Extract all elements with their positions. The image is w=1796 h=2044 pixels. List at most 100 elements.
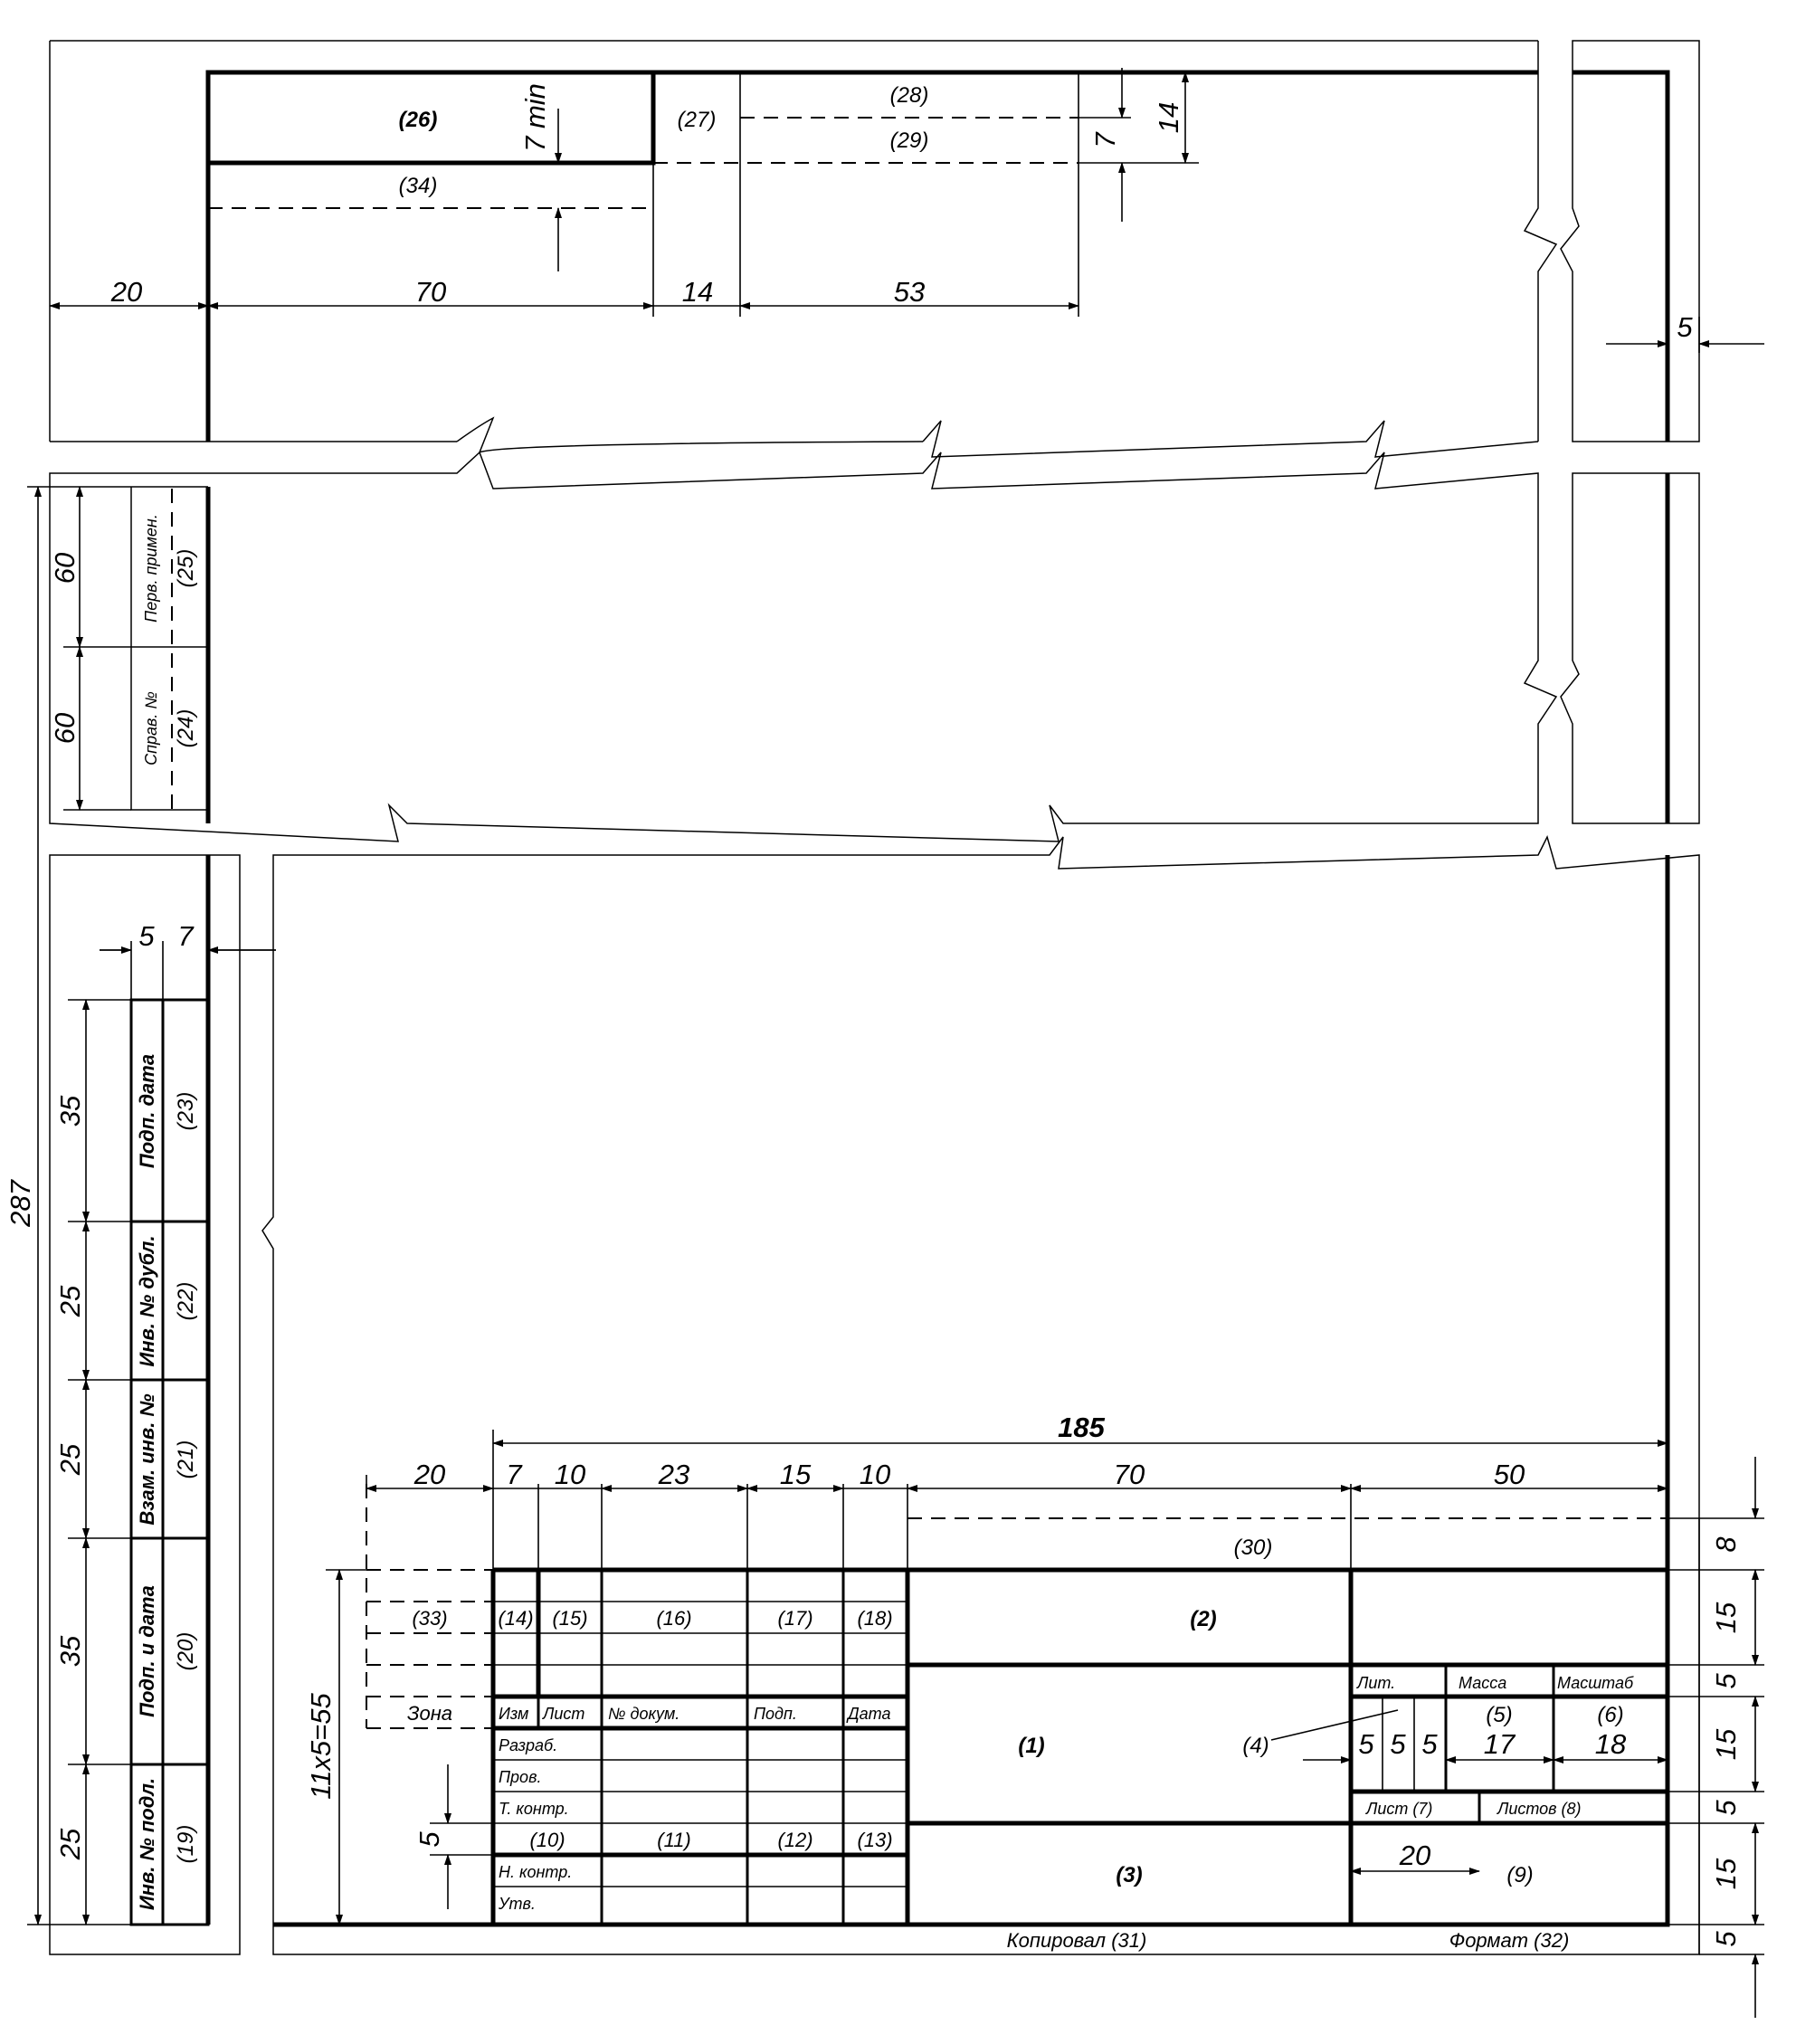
field-4: (4) [1242,1734,1269,1758]
dim-scale-18: 18 [1595,1728,1627,1760]
label-podp-i-data: Подп. и дата [136,1585,158,1717]
field-34: (34) [399,174,438,198]
dim-right-5-b: 5 [1710,1800,1742,1816]
field-5: (5) [1486,1703,1512,1727]
field-2: (2) [1190,1607,1216,1631]
dim-7: 7 [1089,131,1121,148]
field-29: (29) [890,128,929,153]
dim-col-70: 70 [1114,1459,1145,1490]
dim-zone-20: 20 [413,1459,445,1490]
field-16: (16) [656,1607,691,1630]
label-perv-primen: Перв. примен. [142,514,160,623]
field-12: (12) [777,1829,812,1851]
label-masshtab: Масштаб [1557,1674,1634,1692]
dim-20: 20 [110,276,142,308]
dim-35-lower: 35 [54,1635,86,1667]
label-sprav-no: Справ. № [142,691,160,765]
field-13: (13) [857,1829,892,1851]
field-25: (25) [174,549,198,588]
dim-right-8: 8 [1710,1536,1742,1553]
dim-25-c: 25 [54,1828,86,1860]
dim-lit-5-b: 5 [1390,1728,1406,1760]
dim-lit-5-a: 5 [1358,1728,1374,1760]
label-podp: Подп. [754,1705,797,1723]
dim-right-5-a: 5 [1710,1673,1742,1689]
field-18: (18) [857,1607,892,1630]
dim-mass-17: 17 [1484,1728,1516,1760]
dim-col-7: 7 [506,1459,523,1490]
label-lit: Лит. [1356,1674,1395,1692]
label-zona: Зона [407,1702,452,1725]
dim-60-upper: 60 [49,553,81,584]
field-30: (30) [1234,1535,1273,1560]
dim-col-10b: 10 [860,1459,890,1490]
dim-right-15-c: 15 [1710,1858,1742,1889]
field-27: (27) [678,108,717,132]
label-massa: Масса [1459,1674,1506,1692]
field-24: (24) [174,709,198,748]
dim-287: 287 [5,1178,36,1227]
dim-right-15-b: 15 [1710,1728,1742,1760]
label-inv-podl: Инв. № подл. [136,1778,158,1910]
dim-right-5-c: 5 [1710,1931,1742,1947]
dim-14: 14 [682,276,713,308]
label-kopiroval: Копировал (31) [1007,1929,1147,1952]
field-9: (9) [1506,1863,1533,1887]
dim-right-15-a: 15 [1710,1602,1742,1633]
dim-row-5: 5 [413,1831,445,1848]
dim-14-vertical: 14 [1153,102,1184,133]
field-3: (3) [1116,1863,1142,1887]
field-14: (14) [498,1607,533,1630]
field-21: (21) [174,1440,198,1479]
label-n-kontr: Н. контр. [499,1863,572,1881]
label-prov: Пров. [499,1768,541,1786]
label-format: Формат (32) [1449,1929,1570,1952]
label-inv-dubl: Инв. № дубл. [136,1235,158,1366]
label-utv: Утв. [498,1895,536,1913]
dim-35-upper: 35 [54,1095,86,1127]
label-list-7: Лист (7) [1365,1800,1432,1818]
label-list: Лист [542,1705,584,1723]
label-data: Дата [846,1705,891,1723]
field-33: (33) [412,1607,447,1630]
dim-col-10: 10 [555,1459,585,1490]
field-20: (20) [174,1632,198,1671]
field-26: (26) [399,108,438,132]
dim-strip-7: 7 [177,920,195,952]
label-podp-data: Подп. дата [136,1054,158,1168]
label-n-dokum: № докум. [608,1705,679,1723]
dim-70: 70 [415,276,446,308]
dim-col-15: 15 [780,1459,812,1490]
dim-60-lower: 60 [49,713,81,744]
label-razrab: Разраб. [499,1736,557,1754]
dim-185: 185 [1058,1412,1105,1443]
field-17: (17) [777,1607,812,1630]
field-23: (23) [174,1092,198,1131]
left-strip: 287 5 7 35 25 25 35 25 Подп. дата (23) И… [5,486,276,1955]
dim-11x5-55: 11x5=55 [305,1692,337,1799]
middle-panel: 60 60 Перв. примен. (25) Справ. № (24) [49,451,1700,842]
title-block: 185 20 7 10 23 15 10 70 50 11x5=55 5 8 1… [305,1412,1764,2018]
field-28: (28) [890,83,929,108]
field-22: (22) [174,1282,198,1321]
dim-sheet-20: 20 [1399,1840,1430,1871]
dim-7-min: 7 min [519,83,551,152]
field-1: (1) [1018,1734,1044,1758]
dim-col-50: 50 [1494,1459,1525,1490]
dim-lit-5-c: 5 [1421,1728,1438,1760]
dim-col-23: 23 [658,1459,689,1490]
label-izm: Изм [499,1705,528,1723]
field-19: (19) [174,1825,198,1864]
top-panel: 20 70 14 53 5 7 min 7 14 (26) (27) (28) … [49,40,1764,458]
dim-25-b: 25 [54,1443,86,1476]
field-11: (11) [657,1829,691,1851]
field-6: (6) [1597,1703,1623,1727]
dim-53: 53 [894,276,925,308]
label-t-kontr: Т. контр. [499,1800,569,1818]
field-10: (10) [529,1829,565,1851]
label-listov-8: Листов (8) [1497,1800,1582,1818]
dim-25-a: 25 [54,1285,86,1317]
field-15: (15) [552,1607,587,1630]
label-vzam-inv: Взам. инв. № [136,1393,158,1525]
